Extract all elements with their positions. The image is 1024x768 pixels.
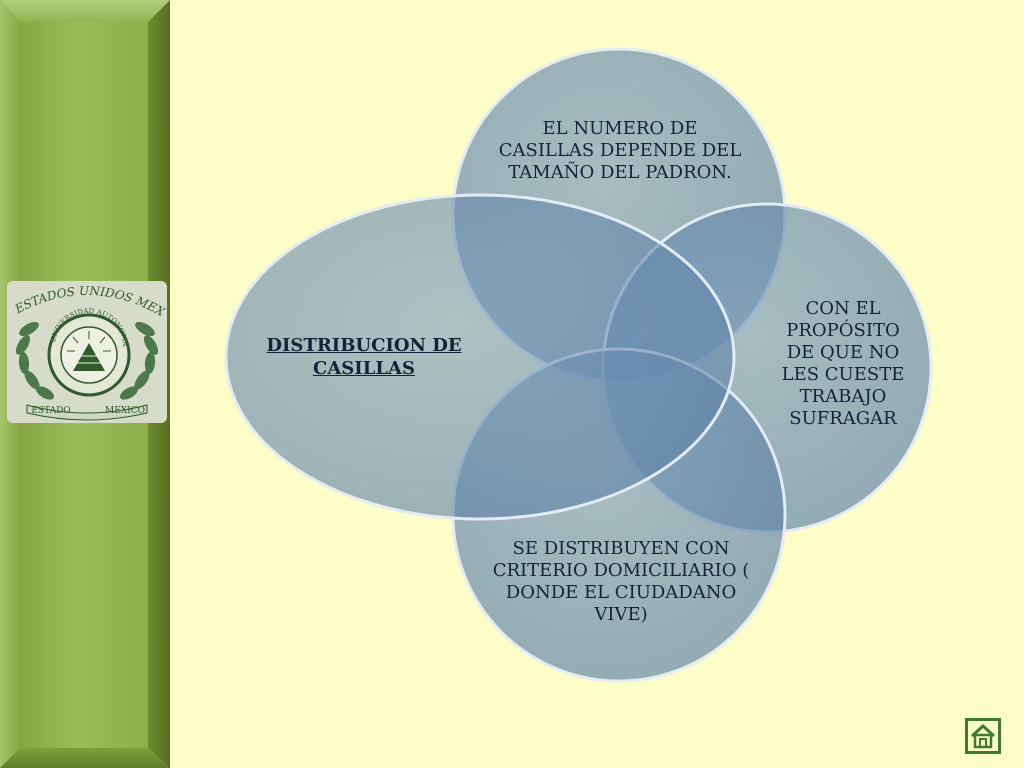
sidebar-bevel-bottom <box>0 748 170 768</box>
sidebar-bevel-top <box>0 0 170 22</box>
emblem-bottom-left-text: ESTADO <box>31 406 70 416</box>
emblem-bottom-right-text: MEXICO <box>105 406 145 416</box>
center-label: DISTRIBUCION DE CASILLAS <box>266 335 462 379</box>
emblem-seal-icon: ESTADOS UNIDOS MEXICANOS <box>1 270 167 421</box>
home-button[interactable] <box>965 718 1001 754</box>
node-label-bottom: SE DISTRIBUYEN CON CRITERIO DOMICILIARIO… <box>492 538 750 625</box>
home-icon <box>965 718 1001 754</box>
university-emblem: ESTADOS UNIDOS MEXICANOS <box>1 270 167 423</box>
center-ellipse <box>224 193 736 521</box>
sidebar-panel: ESTADOS UNIDOS MEXICANOS <box>0 0 170 768</box>
node-label-right: CON EL PROPÓSITO DE QUE NO LES CUESTE TR… <box>781 298 905 429</box>
node-label-top: EL NUMERO DE CASILLAS DEPENDE DEL TAMAÑO… <box>498 118 742 183</box>
